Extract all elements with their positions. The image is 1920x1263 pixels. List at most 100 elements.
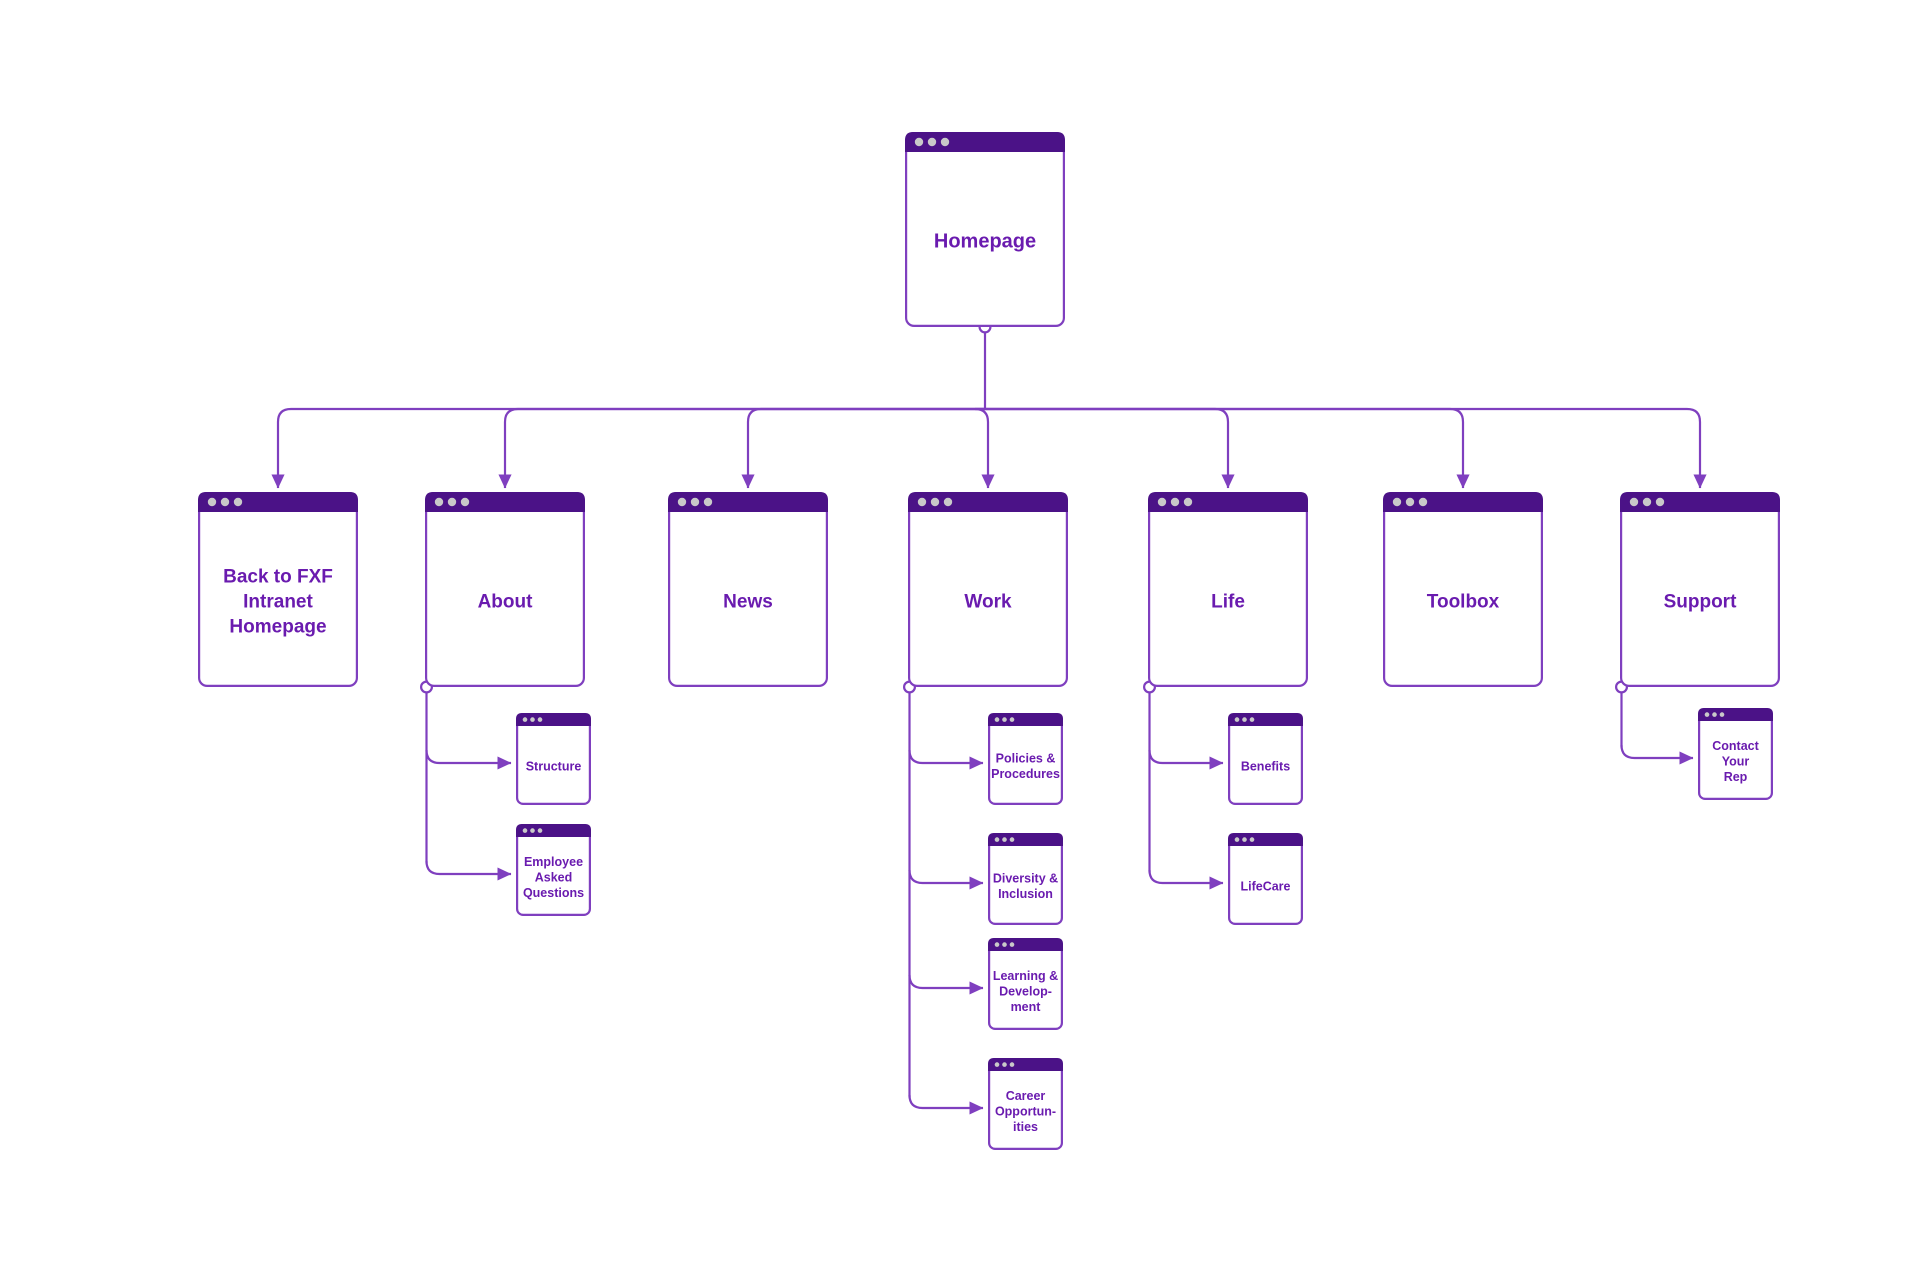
window-dot-icon bbox=[434, 497, 444, 507]
card-label: Support bbox=[1664, 592, 1737, 613]
card-body bbox=[425, 492, 586, 688]
window-dot-icon bbox=[930, 497, 940, 507]
card-life[interactable]: Life bbox=[1147, 492, 1308, 688]
card-title-bar bbox=[1383, 492, 1543, 512]
card-title-bar bbox=[988, 713, 1063, 726]
card-label: Benefits bbox=[1241, 759, 1290, 773]
connector-to-contact-your-rep bbox=[1620, 744, 1694, 765]
card-body bbox=[1382, 492, 1543, 688]
window-dot-icon bbox=[1009, 717, 1015, 722]
window-dot-icon bbox=[537, 828, 543, 833]
card-label: Toolbox bbox=[1427, 592, 1500, 613]
card-title-bar bbox=[988, 833, 1063, 846]
window-dot-icon bbox=[1009, 837, 1015, 842]
connector-to-back-to-fxf-intranet-homepage bbox=[271, 407, 985, 489]
window-dot-icon bbox=[914, 137, 924, 147]
card-title-bar bbox=[1698, 708, 1773, 721]
card-label: News bbox=[723, 592, 773, 613]
card-body bbox=[198, 492, 359, 688]
window-dot-icon bbox=[927, 137, 937, 147]
window-dot-icon bbox=[1719, 712, 1725, 717]
card-title-bar bbox=[1620, 492, 1780, 512]
card-title-bar bbox=[1228, 833, 1303, 846]
window-dot-icon bbox=[1009, 942, 1015, 947]
card-support[interactable]: Support bbox=[1619, 492, 1780, 688]
card-toolbox[interactable]: Toolbox bbox=[1382, 492, 1543, 688]
window-dot-icon bbox=[940, 137, 950, 147]
window-dot-icon bbox=[1249, 717, 1255, 722]
card-body bbox=[907, 492, 1068, 688]
card-title-bar bbox=[425, 492, 585, 512]
card-title-bar bbox=[1228, 713, 1303, 726]
connector-layer bbox=[271, 320, 1707, 1115]
card-label: Life bbox=[1211, 592, 1245, 613]
card-news[interactable]: News bbox=[667, 492, 828, 688]
connector-to-about bbox=[498, 407, 985, 489]
card-learning-development[interactable]: Learning &Develop-ment bbox=[987, 937, 1063, 1030]
card-work[interactable]: Work bbox=[907, 492, 1068, 688]
window-dot-icon bbox=[1242, 717, 1247, 722]
card-title-bar bbox=[988, 1058, 1063, 1071]
window-dot-icon bbox=[690, 497, 700, 507]
card-structure[interactable]: Structure bbox=[515, 712, 591, 805]
card-label: Work bbox=[964, 592, 1012, 613]
card-lifecare[interactable]: LifeCare bbox=[1227, 832, 1303, 925]
window-dot-icon bbox=[1170, 497, 1180, 507]
connector-to-lifecare bbox=[1148, 869, 1224, 890]
window-dot-icon bbox=[447, 497, 457, 507]
window-dot-icon bbox=[1242, 837, 1247, 842]
window-dot-icon bbox=[917, 497, 927, 507]
window-dot-icon bbox=[220, 497, 230, 507]
card-benefits[interactable]: Benefits bbox=[1227, 712, 1303, 805]
card-homepage[interactable]: Homepage bbox=[904, 132, 1065, 328]
window-dot-icon bbox=[522, 717, 528, 722]
window-dot-icon bbox=[994, 1062, 1000, 1067]
window-dot-icon bbox=[537, 717, 543, 722]
connector-to-diversity-inclusion bbox=[908, 869, 984, 890]
connector-to-career-opportunities bbox=[908, 1094, 984, 1115]
connector-to-learning-development bbox=[908, 974, 984, 995]
connector-to-employee-asked-questions bbox=[425, 860, 512, 881]
connector-to-life bbox=[985, 407, 1235, 489]
card-body bbox=[904, 132, 1065, 328]
window-dot-icon bbox=[1002, 942, 1007, 947]
window-dot-icon bbox=[994, 942, 1000, 947]
window-dot-icon bbox=[943, 497, 953, 507]
window-dot-icon bbox=[1704, 712, 1710, 717]
card-about[interactable]: About bbox=[425, 492, 586, 688]
window-dot-icon bbox=[1655, 497, 1665, 507]
window-dot-icon bbox=[1392, 497, 1402, 507]
card-label: About bbox=[478, 592, 534, 613]
window-dot-icon bbox=[1234, 717, 1240, 722]
window-dot-icon bbox=[460, 497, 470, 507]
window-dot-icon bbox=[1234, 837, 1240, 842]
window-dot-icon bbox=[522, 828, 528, 833]
card-label: LifeCare bbox=[1240, 879, 1290, 893]
connector-to-support bbox=[985, 407, 1707, 489]
window-dot-icon bbox=[994, 837, 1000, 842]
window-dot-icon bbox=[1712, 712, 1717, 717]
card-policies-procedures[interactable]: Policies &Procedures bbox=[987, 712, 1063, 805]
window-dot-icon bbox=[233, 497, 243, 507]
card-title-bar bbox=[516, 713, 591, 726]
window-dot-icon bbox=[1183, 497, 1193, 507]
card-label: Homepage bbox=[934, 231, 1036, 253]
card-label: Policies &Procedures bbox=[991, 752, 1060, 782]
window-dot-icon bbox=[530, 717, 535, 722]
connector-to-toolbox bbox=[985, 407, 1470, 489]
card-title-bar bbox=[1148, 492, 1308, 512]
card-title-bar bbox=[198, 492, 358, 512]
card-diversity-inclusion[interactable]: Diversity &Inclusion bbox=[987, 832, 1063, 925]
card-title-bar bbox=[516, 824, 591, 837]
